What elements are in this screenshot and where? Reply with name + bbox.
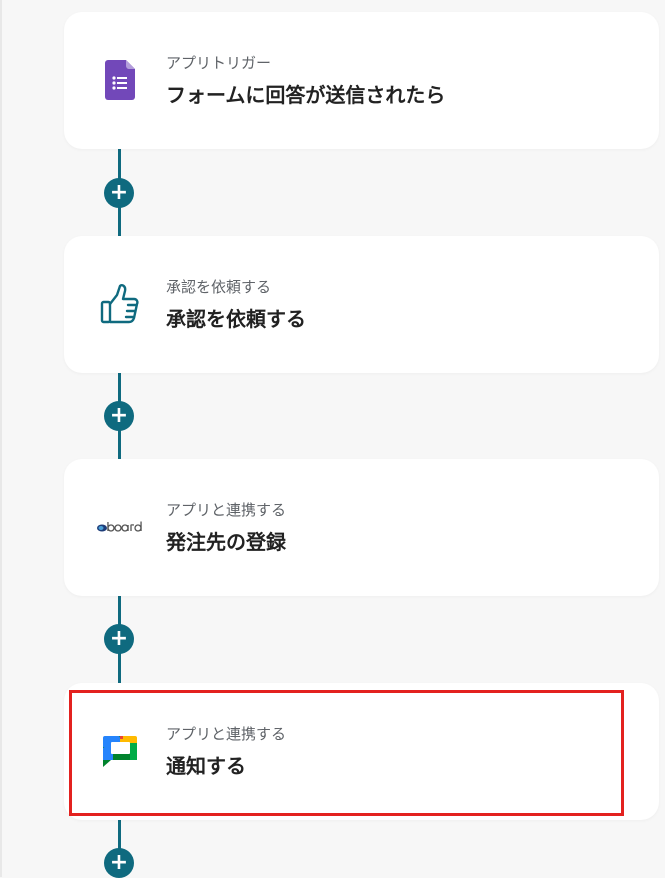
board-logo-icon <box>94 501 146 553</box>
add-step-button[interactable]: + <box>104 178 134 208</box>
step-card-form-trigger[interactable]: アプリトリガー フォームに回答が送信されたら <box>64 12 659 149</box>
left-edge <box>0 0 2 877</box>
google-forms-icon <box>94 54 146 106</box>
plus-icon: + <box>109 626 129 651</box>
step-title: フォームに回答が送信されたら <box>166 83 446 107</box>
step-subtitle: アプリトリガー <box>166 54 272 72</box>
plus-icon: + <box>109 850 129 875</box>
step-subtitle: アプリと連携する <box>166 725 287 743</box>
add-step-button[interactable]: + <box>104 848 134 878</box>
step-card-board[interactable]: アプリと連携する 発注先の登録 <box>64 459 659 596</box>
thumbs-up-icon <box>94 278 146 330</box>
step-title: 発注先の登録 <box>166 530 286 554</box>
plus-icon: + <box>109 403 129 428</box>
plus-icon: + <box>109 180 129 205</box>
step-title: 通知する <box>166 754 246 778</box>
step-title: 承認を依頼する <box>166 307 306 331</box>
step-subtitle: アプリと連携する <box>166 501 287 519</box>
google-chat-icon <box>94 725 146 777</box>
step-subtitle: 承認を依頼する <box>166 278 272 296</box>
step-card-approval[interactable]: 承認を依頼する 承認を依頼する <box>64 236 659 373</box>
add-step-button[interactable]: + <box>104 624 134 654</box>
add-step-button[interactable]: + <box>104 401 134 431</box>
step-card-notify[interactable]: アプリと連携する 通知する <box>64 683 659 820</box>
